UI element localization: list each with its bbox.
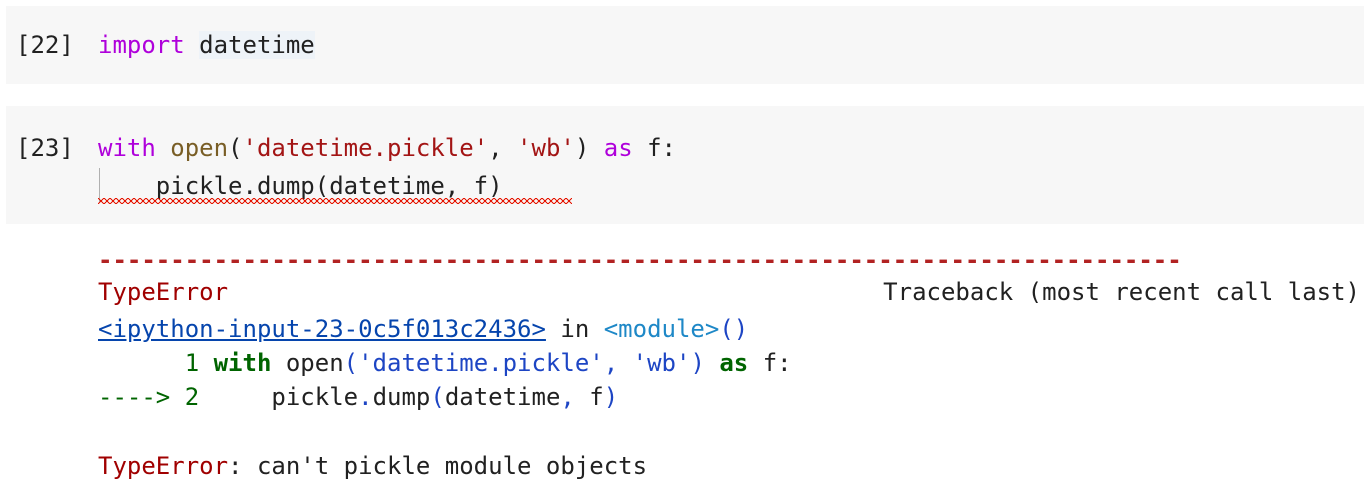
code-line[interactable]: import datetime [98, 31, 315, 59]
keyword-with: with [213, 349, 272, 377]
module-name: datetime [199, 31, 315, 59]
line-number: 1 [98, 349, 214, 377]
function-dump: dump [372, 383, 431, 411]
function-open: open [170, 134, 229, 162]
paren: ) [574, 134, 604, 162]
location-module: <module> [603, 315, 720, 343]
dot: . [358, 383, 373, 411]
error-squiggle [98, 198, 572, 204]
code-line[interactable]: pickle.dump(datetime, f) [98, 172, 503, 200]
traceback-line-2: ----> 2 pickle.dump(datetime, f) [98, 383, 618, 411]
error-type: TypeError [98, 278, 229, 306]
module-name: pickle [199, 383, 359, 411]
comma: , [488, 134, 518, 162]
error-arrow: ----> 2 [98, 383, 200, 411]
cell-prompt: [22] [16, 31, 74, 59]
target-name: f: [632, 134, 677, 162]
comma: , [560, 383, 575, 411]
paren: ( [228, 134, 243, 162]
paren: ) [690, 349, 705, 377]
paren: ( [343, 349, 359, 377]
keyword-as: as [704, 349, 749, 377]
keyword-with: with [98, 134, 156, 162]
keyword-as: as [603, 134, 633, 162]
cell-prompt: [23] [16, 134, 74, 162]
error-type: TypeError [98, 452, 229, 480]
string-arg: 'wb' [632, 349, 691, 377]
string-arg: 'datetime.pickle' [242, 134, 489, 162]
location-in: in [545, 315, 604, 343]
traceback-header: Traceback (most recent call last) [883, 278, 1360, 306]
traceback-line-1: 1 with open('datetime.pickle', 'wb') as … [98, 349, 792, 377]
paren: ( [430, 383, 445, 411]
code-cell-22[interactable]: [22] import datetime [6, 6, 1364, 84]
error-message: : can't pickle module objects [228, 452, 648, 480]
string-arg: 'datetime.pickle' [358, 349, 604, 377]
location-parens: () [719, 315, 749, 343]
ipython-input-link[interactable]: <ipython-input-23-0c5f013c2436> [98, 315, 546, 343]
traceback-location: <ipython-input-23-0c5f013c2436> in <modu… [98, 315, 748, 343]
paren: ) [603, 383, 619, 411]
string-arg: 'wb' [517, 134, 575, 162]
keyword-import: import [98, 31, 185, 59]
comma: , [603, 349, 633, 377]
traceback-separator: ----------------------------------------… [98, 246, 1182, 270]
argument: f [574, 383, 604, 411]
indent-guide [99, 168, 100, 202]
function-open: open [271, 349, 344, 377]
final-error-line: TypeError: can't pickle module objects [98, 452, 647, 480]
code-line[interactable]: with open('datetime.pickle', 'wb') as f: [98, 134, 676, 162]
code-cell-23[interactable]: [23] with open('datetime.pickle', 'wb') … [6, 106, 1364, 224]
argument: datetime [444, 383, 561, 411]
target-name: f: [748, 349, 792, 377]
traceback-error-type: TypeError [98, 278, 228, 306]
